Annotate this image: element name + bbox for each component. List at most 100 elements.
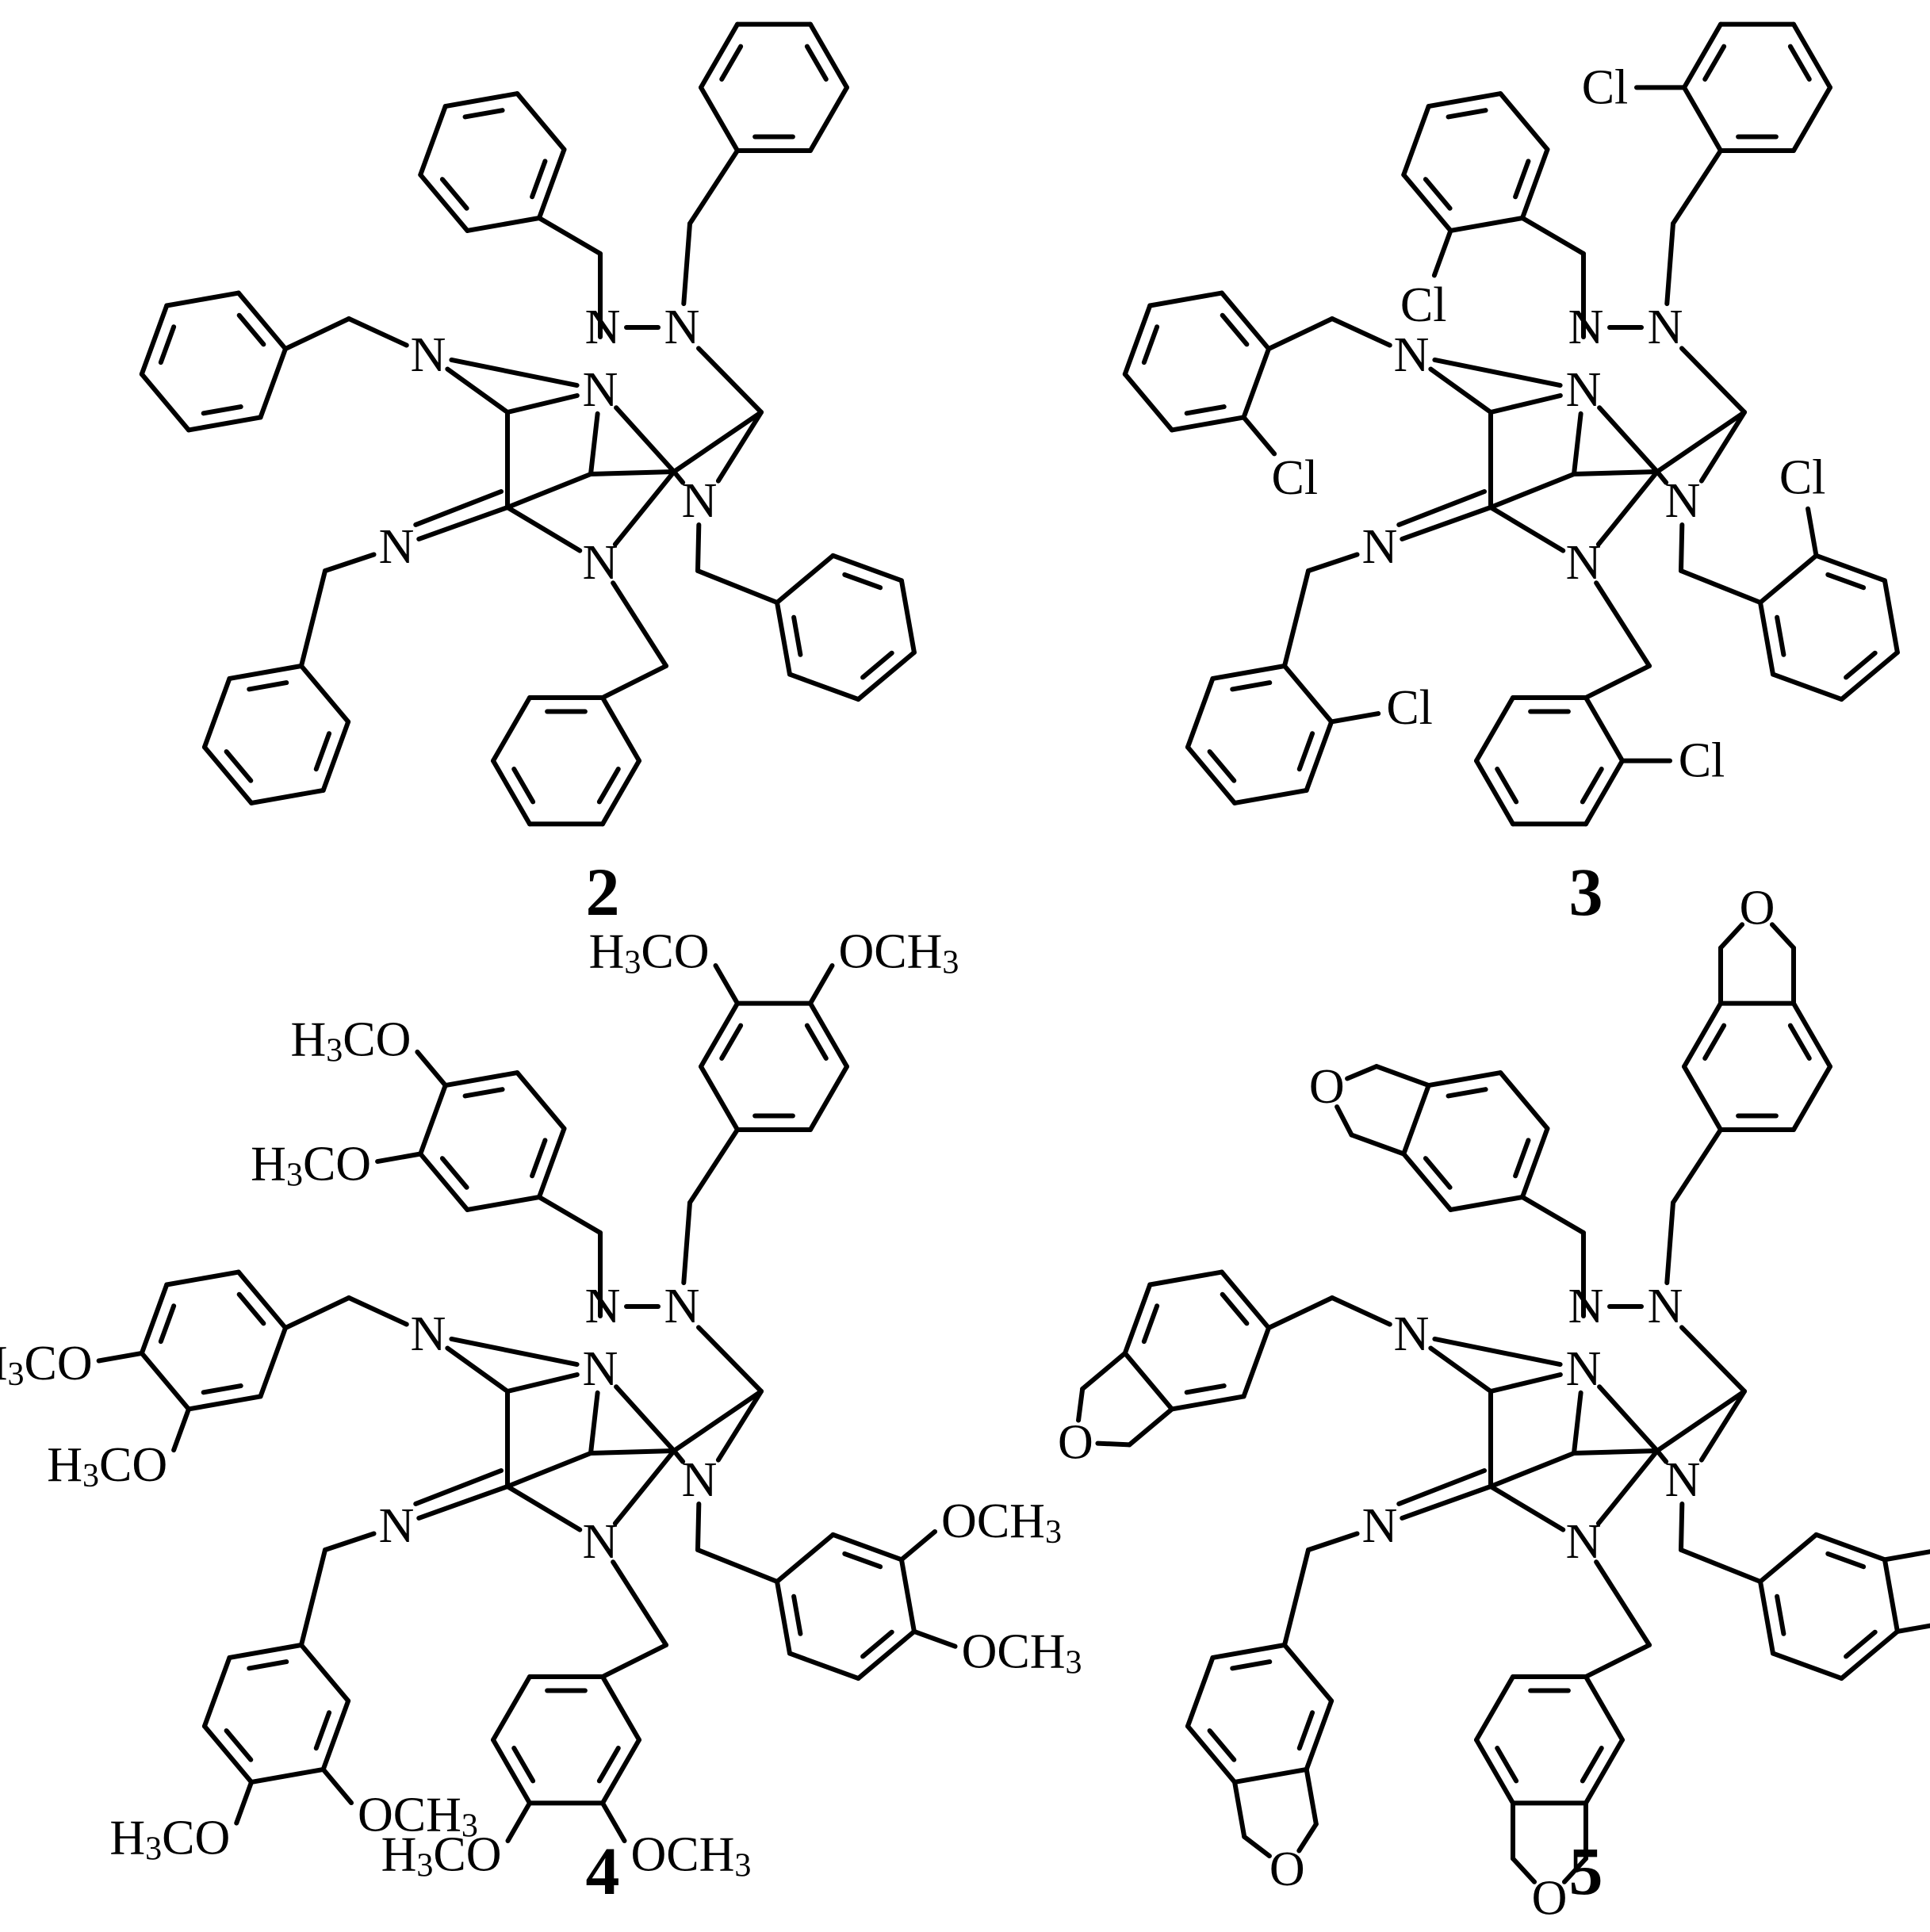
ring-double-bond [224,749,254,783]
methoxy-group-label-part: CO [433,1827,501,1881]
methoxy-group-label-part: 3 [326,1033,343,1069]
ring-bond [1758,553,1819,605]
bond-line [283,316,351,351]
ring-bond [1219,1269,1271,1330]
furan-bond [1882,1549,1930,1563]
bond-line [1664,221,1675,307]
bond-line [1671,148,1723,226]
ring-bond [699,85,740,153]
ring-double-bond [1825,572,1867,591]
bond-line [1520,1195,1586,1235]
benzene-ring [699,21,849,153]
furan-bond [1127,1406,1174,1448]
bond-line [299,568,327,668]
benzene-ring [201,664,351,805]
ring-bond [775,1532,836,1584]
nitrogen-atom: N [411,1307,446,1361]
methoxy-bond [898,1528,938,1563]
ring-double-bond [1513,159,1531,200]
bond-line [1306,1531,1360,1552]
methoxy-group-label: H3CO [381,1827,502,1884]
bond-line [687,1127,740,1205]
ring-bond [491,1674,532,1743]
bond-line [1679,1548,1763,1584]
benzene-ring [1185,664,1335,805]
ring-bond [699,1064,740,1132]
bond-line [695,1501,702,1552]
ring-double-bond [596,767,621,805]
furan-bond [1894,1623,1930,1634]
substituent-group [695,522,917,702]
benzene-ring [1401,1070,1550,1212]
benzene-ring [418,1070,567,1212]
methoxy-group-label-part: 3 [286,1157,303,1194]
ring-bond [1241,346,1271,420]
substituent-group: Cl [1122,290,1392,505]
ring-bond [1122,371,1174,433]
ring-bond [236,290,288,351]
ring-double-bond [1825,1551,1867,1570]
ring-bond [1232,787,1309,805]
ring-double-bond [1495,1746,1519,1784]
benzene-ring [1122,1269,1271,1412]
bond-line [1306,552,1360,573]
bond-line [612,1448,676,1526]
bond-line [1432,357,1563,388]
ring-bond [1682,85,1723,153]
ring-bond [600,1737,641,1806]
ring-bond [1758,1579,1775,1656]
nitrogen-atom: N [1566,1342,1602,1396]
bond-line [1679,1325,1747,1394]
methoxy-bond [96,1350,144,1364]
ring-bond [186,1394,263,1412]
bond-line [614,1384,676,1453]
bond-line [1345,1064,1379,1081]
ring-bond [1791,21,1832,90]
ring-bond [1426,1070,1503,1088]
ring-double-bond [1580,1746,1604,1784]
ring-bond [830,1532,904,1563]
methoxy-group-label-part: 3 [624,945,641,981]
ring-double-bond [247,680,289,692]
ring-double-bond [1184,404,1227,416]
nitrogen-atom: N [1648,1280,1683,1333]
ring-double-bond [224,1728,254,1762]
ring-bond [442,1070,520,1088]
imine-double-bond [413,1468,504,1506]
chloro-bond [1241,415,1277,457]
ring-bond [249,1766,326,1785]
ring-double-bond [1141,324,1160,365]
ring-double-bond [1702,1023,1727,1061]
chlorine-atom: Cl [1679,734,1725,788]
ring-bond [465,1195,542,1212]
ring-double-bond [1207,749,1237,783]
ring-bond [1498,91,1550,152]
ring-double-bond [1775,1593,1786,1636]
substituent-group [201,552,377,805]
substituent-group: Cl [1582,21,1832,307]
ring-bond [164,1269,241,1287]
ring-bond [1147,290,1224,308]
bond-line [449,357,580,388]
ring-bond [227,1643,304,1660]
ring-bond [1791,85,1832,153]
ring-bond [1520,147,1550,220]
ring-bond [1401,172,1453,233]
ring-bond [418,1083,448,1157]
ring-double-bond [860,1629,894,1659]
ring-double-bond [1495,767,1519,805]
bond-line [1698,1389,1747,1463]
ring-bond [1210,1643,1287,1660]
compound-2-structure: NNNNNNN2 [139,21,917,930]
methoxy-group-label-part: H [251,1138,286,1192]
ring-double-bond [791,614,803,657]
compound-number-label: 4 [586,1833,620,1909]
ring-double-bond [1423,1156,1453,1190]
bond-line [672,1389,764,1453]
ring-bond [1682,21,1723,90]
benzene-ring [699,1000,849,1132]
ring-bond [320,719,351,793]
bond-line [1076,1386,1086,1423]
